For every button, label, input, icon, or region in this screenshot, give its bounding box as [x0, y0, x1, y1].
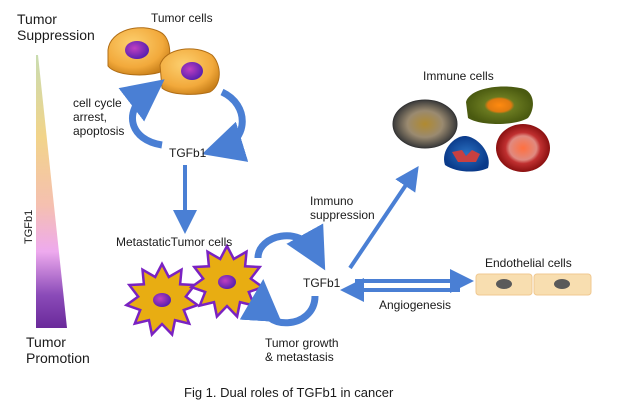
immune-cell-red: [496, 124, 550, 172]
cell-cycle-left-arrow: [118, 79, 165, 149]
immunosuppression-arrow: [348, 166, 419, 270]
immune-cell-green: [466, 86, 533, 124]
tumor-cell-1: [107, 27, 171, 76]
tumor-promotion-line2: Promotion: [26, 350, 90, 366]
cell-cycle-line3: apoptosis: [73, 124, 125, 138]
tumor-promotion-line1: Tumor: [26, 334, 66, 350]
figure-caption: Fig 1. Dual roles of TGFb1 in cancer: [184, 385, 394, 400]
tumor-growth-top-arrow: [254, 223, 326, 271]
angiogenesis-label: Angiogenesis: [379, 298, 452, 312]
immunosuppression-label: Immuno suppression: [310, 194, 375, 222]
cell-cycle-right-arrow: [201, 88, 249, 162]
tumor-suppression-label: Tumor Suppression: [17, 11, 95, 43]
tgfb1-top-label: TGFb1: [169, 146, 207, 160]
immune-cell-blue: [444, 135, 489, 172]
tumor-suppression-line1: Tumor: [17, 11, 57, 27]
tumor-growth-line2: & metastasis: [265, 350, 334, 364]
metastatic-cell-1: [123, 261, 201, 338]
cell-cycle-line1: cell cycle: [73, 96, 122, 110]
tumor-suppression-line2: Suppression: [17, 27, 95, 43]
tumor-cells-label: Tumor cells: [151, 11, 213, 25]
endothelial-cells-label: Endothelial cells: [485, 256, 572, 270]
metastatic-cell-2: [188, 243, 266, 320]
tumor-growth-bottom-arrow: [239, 279, 319, 327]
cell-cycle-line2: arrest,: [73, 110, 108, 124]
immuno-line2: suppression: [310, 208, 375, 222]
tumor-cell-2: [159, 48, 220, 95]
tumor-growth-label: Tumor growth & metastasis: [265, 336, 339, 364]
immune-cells-label: Immune cells: [423, 69, 494, 83]
immuno-line1: Immuno: [310, 194, 354, 208]
immune-cell-grey: [392, 99, 458, 149]
tgfb1-center-label: TGFb1: [303, 276, 341, 290]
endothelial-cell-1: [475, 273, 533, 296]
tgfb1-gradient-scale: [36, 55, 67, 328]
tumor-growth-line1: Tumor growth: [265, 336, 339, 350]
tgfb1-scale-label: TGFb1: [23, 209, 35, 244]
endothelial-cell-2: [533, 273, 592, 296]
tumor-promotion-label: Tumor Promotion: [26, 334, 90, 366]
cell-cycle-arrest-label: cell cycle arrest, apoptosis: [73, 96, 124, 138]
metastatic-tumor-cells-label: MetastaticTumor cells: [116, 235, 233, 249]
